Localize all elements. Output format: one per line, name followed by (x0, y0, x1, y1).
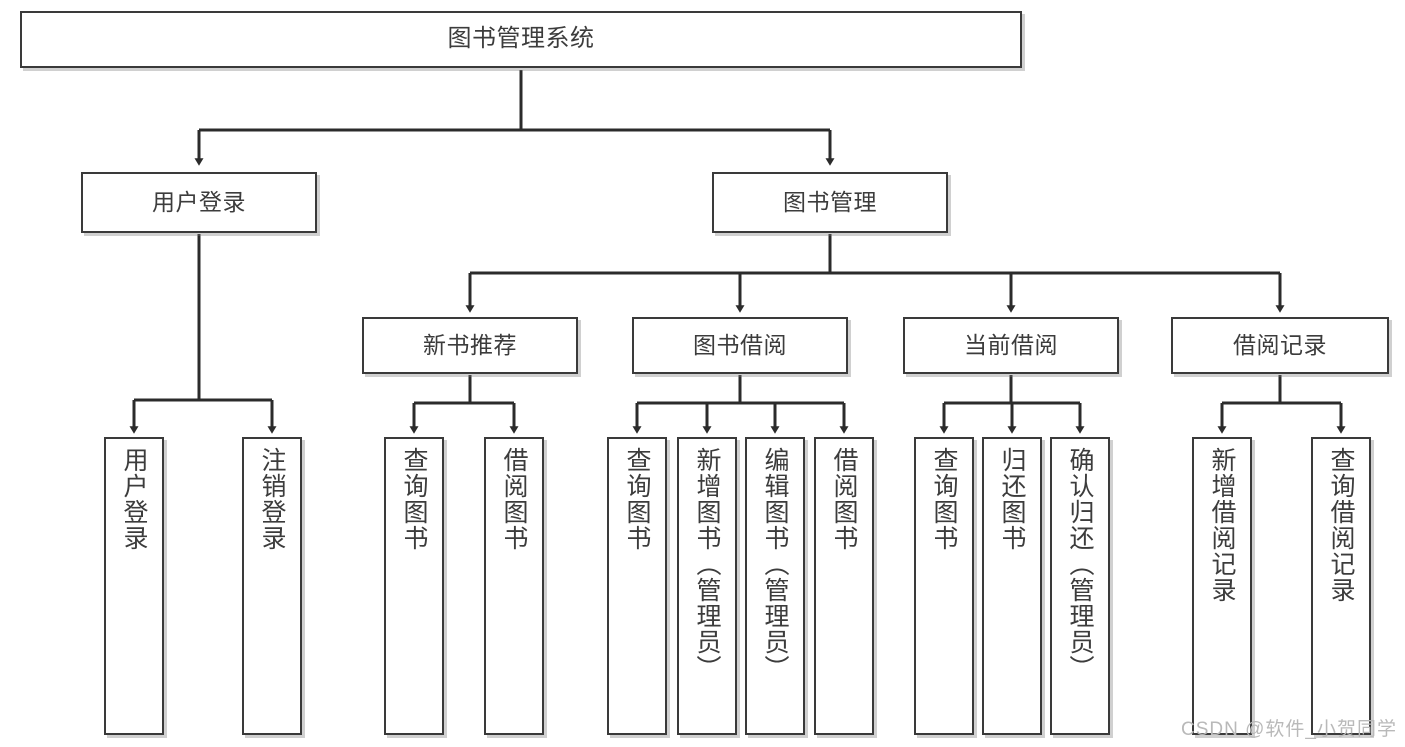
leaf-current-query-book[interactable]: 查询图书 (914, 437, 974, 735)
node-label: 用户登录 (152, 188, 246, 215)
leaf-recommend-borrow-book[interactable]: 借阅图书 (484, 437, 544, 735)
node-label: 借阅图书 (500, 447, 528, 551)
node-book-borrow[interactable]: 图书借阅 (632, 317, 848, 374)
watermark-text: CSDN @软件_小贺同学 (1181, 719, 1397, 740)
leaf-borrow-borrow-book[interactable]: 借阅图书 (814, 437, 874, 735)
node-label: 查询借阅记录 (1327, 447, 1355, 603)
leaf-record-query-record[interactable]: 查询借阅记录 (1311, 437, 1371, 735)
node-label: 用户登录 (120, 447, 148, 551)
node-label: 查询图书 (623, 447, 651, 551)
node-label: 新增图书（管理员） (693, 447, 721, 681)
node-label: 查询图书 (930, 447, 958, 551)
leaf-record-add-record[interactable]: 新增借阅记录 (1192, 437, 1252, 735)
node-label: 图书管理 (783, 188, 877, 215)
node-label: 图书管理系统 (447, 25, 595, 53)
leaf-current-confirm-return-admin[interactable]: 确认归还（管理员） (1050, 437, 1110, 735)
node-book-management[interactable]: 图书管理 (712, 172, 948, 233)
node-label: 归还图书 (998, 447, 1026, 551)
leaf-borrow-add-book-admin[interactable]: 新增图书（管理员） (677, 437, 737, 735)
leaf-current-return-book[interactable]: 归还图书 (982, 437, 1042, 735)
node-label: 新书推荐 (423, 331, 517, 358)
node-label: 当前借阅 (964, 331, 1058, 358)
node-label: 注销登录 (258, 447, 286, 551)
node-new-book-recommend[interactable]: 新书推荐 (362, 317, 578, 374)
leaf-recommend-query-book[interactable]: 查询图书 (384, 437, 444, 735)
node-label: 借阅记录 (1233, 331, 1327, 358)
node-label: 查询图书 (400, 447, 428, 551)
leaf-user-login-signin[interactable]: 用户登录 (104, 437, 164, 735)
node-label: 借阅图书 (830, 447, 858, 551)
node-root-system[interactable]: 图书管理系统 (20, 11, 1022, 68)
node-label: 编辑图书（管理员） (761, 447, 789, 681)
leaf-borrow-edit-book-admin[interactable]: 编辑图书（管理员） (745, 437, 805, 735)
node-borrow-record[interactable]: 借阅记录 (1171, 317, 1389, 374)
node-current-borrow[interactable]: 当前借阅 (903, 317, 1119, 374)
node-label: 图书借阅 (693, 331, 787, 358)
node-label: 新增借阅记录 (1208, 447, 1236, 603)
leaf-user-login-signout[interactable]: 注销登录 (242, 437, 302, 735)
leaf-borrow-query-book[interactable]: 查询图书 (607, 437, 667, 735)
node-user-login[interactable]: 用户登录 (81, 172, 317, 233)
node-label: 确认归还（管理员） (1066, 447, 1094, 681)
